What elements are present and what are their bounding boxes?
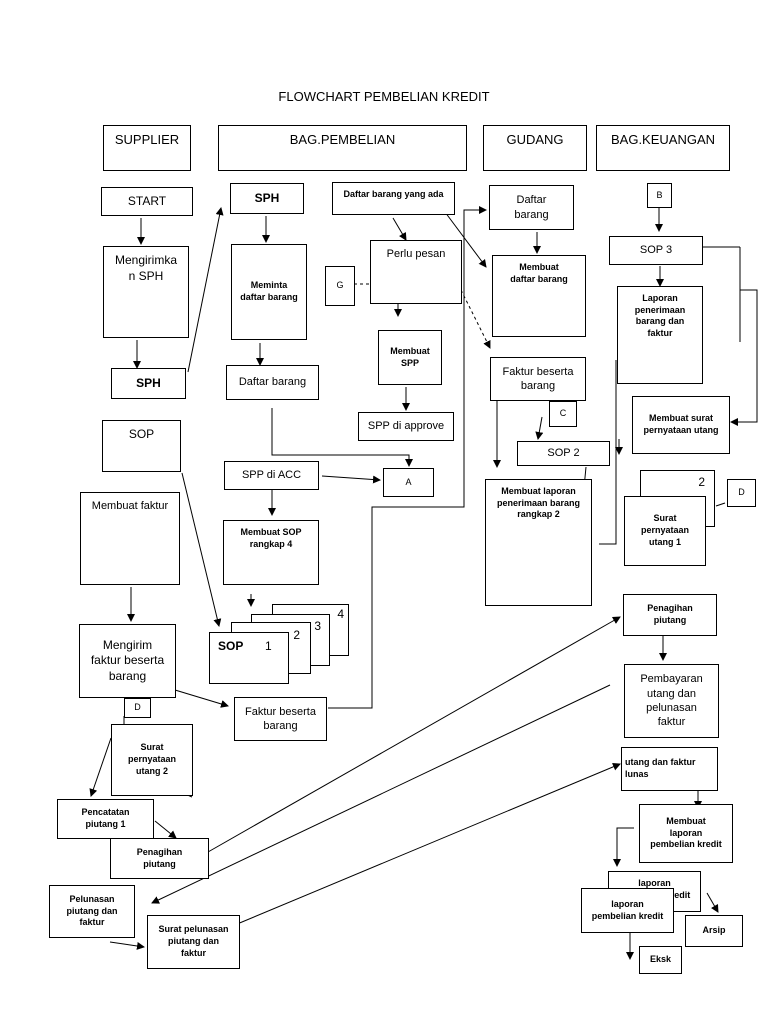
surat-pernyataan-utang-1: Surat pernyataan utang 1 xyxy=(624,496,706,566)
surat-pernyataan-utang-2: Surat pernyataan utang 2 xyxy=(111,724,193,796)
sop-copy-4-number: 4 xyxy=(337,607,344,621)
penagihan-piutang-supplier: Penagihan piutang xyxy=(110,838,209,879)
laporan-penerimaan-barang-faktur: Laporan penerimaan barang dan faktur xyxy=(617,286,703,384)
utang-dan-faktur-lunas: utang dan faktur lunas xyxy=(621,747,718,791)
spp-approve-document: SPP di approve xyxy=(358,412,454,441)
perlu-pesan-decision: Perlu pesan xyxy=(370,240,462,304)
sop-copy-3-number: 3 xyxy=(314,619,321,633)
laporan-pembelian-kredit-front: laporan pembelian kredit xyxy=(581,888,674,933)
membuat-daftar-barang: Membuat daftar barang xyxy=(492,255,586,337)
diagram-title: FLOWCHART PEMBELIAN KREDIT xyxy=(278,89,490,104)
membuat-laporan-pembelian-kredit: Membuat laporan pembelian kredit xyxy=(639,804,733,863)
sph-document-pembelian: SPH xyxy=(230,183,304,214)
connector-g: G xyxy=(325,266,355,306)
membuat-surat-pernyataan-utang: Membuat surat pernyataan utang xyxy=(632,396,730,454)
arsip-storage: Arsip xyxy=(685,915,743,947)
faktur-beserta-barang-pembelian: Faktur beserta barang xyxy=(234,697,327,741)
daftar-barang-yang-ada: Daftar barang yang ada xyxy=(332,182,455,215)
sop-copy-2-number: 2 xyxy=(293,628,300,642)
membuat-sop-rangkap-4: Membuat SOP rangkap 4 xyxy=(223,520,319,585)
lane-header-keuangan: BAG.KEUANGAN xyxy=(596,125,730,171)
daftar-barang-gudang: Daftar barang xyxy=(489,185,574,230)
surat-pernyataan-copy-number: 2 xyxy=(698,475,705,489)
penagihan-piutang-keuangan: Penagihan piutang xyxy=(623,594,717,636)
membuat-spp-process: Membuat SPP xyxy=(378,330,442,385)
membuat-laporan-penerimaan: Membuat laporan penerimaan barang rangka… xyxy=(485,479,592,606)
daftar-barang-document: Daftar barang xyxy=(226,365,319,400)
connector-c: C xyxy=(549,401,577,427)
sop-document-supplier: SOP xyxy=(102,420,181,472)
spp-acc-document: SPP di ACC xyxy=(224,461,319,490)
connector-b: B xyxy=(647,183,672,208)
faktur-beserta-barang-gudang: Faktur beserta barang xyxy=(490,357,586,401)
sop-copy-1-number: 1 xyxy=(265,639,272,653)
sop-2-document: SOP 2 xyxy=(517,441,610,466)
surat-pelunasan-piutang: Surat pelunasan piutang dan faktur xyxy=(147,915,240,969)
sop-3-document: SOP 3 xyxy=(609,236,703,265)
lane-header-pembelian: BAG.PEMBELIAN xyxy=(218,125,467,171)
start-terminator: START xyxy=(101,187,193,216)
pelunasan-piutang-faktur: Pelunasan piutang dan faktur xyxy=(49,885,135,938)
sph-document-supplier: SPH xyxy=(111,368,186,399)
eksk-terminator: Eksk xyxy=(639,946,682,974)
mengirim-sph-process: Mengirimka n SPH xyxy=(103,246,189,338)
lane-header-gudang: GUDANG xyxy=(483,125,587,171)
membuat-faktur-process: Membuat faktur xyxy=(80,492,180,585)
pencatatan-piutang-1: Pencatatan piutang 1 xyxy=(57,799,154,839)
mengirim-faktur-process: Mengirim faktur beserta barang xyxy=(79,624,176,698)
connector-a: A xyxy=(383,468,434,497)
sop-copy-1: SOP 1 xyxy=(209,632,289,684)
lane-header-supplier: SUPPLIER xyxy=(103,125,191,171)
meminta-daftar-barang: Meminta daftar barang xyxy=(231,244,307,340)
pembayaran-utang-pelunasan: Pembayaran utang dan pelunasan faktur xyxy=(624,664,719,738)
connector-d-supplier: D xyxy=(124,698,151,718)
connector-d-keuangan: D xyxy=(727,479,756,507)
sop-copy-1-label: SOP xyxy=(218,639,244,653)
